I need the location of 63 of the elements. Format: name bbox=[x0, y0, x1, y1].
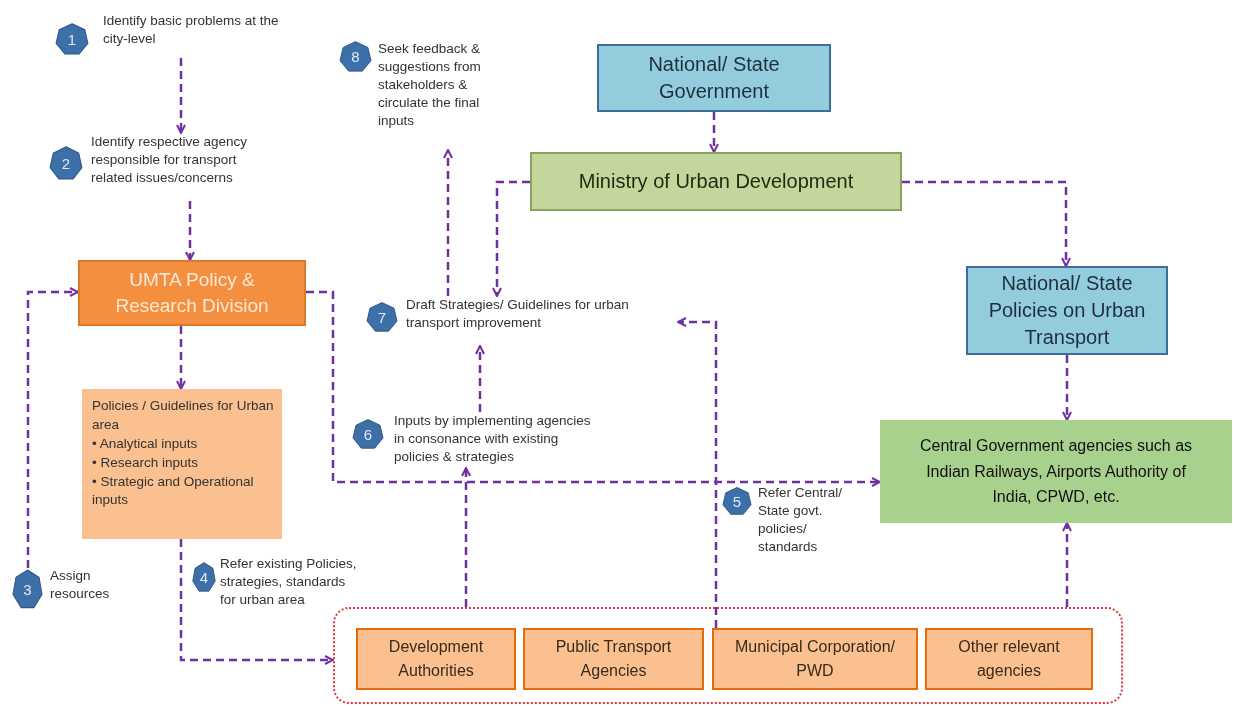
arrow bbox=[902, 180, 1071, 267]
step-number-badge bbox=[722, 486, 752, 516]
step-number: 5 bbox=[732, 492, 742, 510]
box-label: Municipal Corporation/ PWD bbox=[734, 637, 896, 681]
step-number-badge bbox=[192, 561, 216, 593]
step-number: 8 bbox=[351, 48, 360, 65]
step-number-badge bbox=[366, 301, 398, 333]
step-text: Assign resources bbox=[50, 567, 140, 613]
dotted-group-frame bbox=[333, 607, 1123, 704]
arrow bbox=[176, 326, 186, 390]
arrow bbox=[176, 58, 186, 134]
arrow bbox=[1062, 355, 1072, 421]
division-box bbox=[78, 260, 306, 326]
step-text: Seek feedback & suggestions from stakeholders & circulate the final inputs bbox=[378, 40, 513, 150]
arrow bbox=[185, 201, 195, 261]
agency-box bbox=[356, 628, 516, 690]
government-box bbox=[597, 44, 831, 112]
agency-box bbox=[880, 420, 1232, 523]
agency-box bbox=[925, 628, 1093, 690]
arrow bbox=[677, 317, 718, 628]
step-number: 4 bbox=[199, 568, 209, 586]
arrow bbox=[709, 112, 719, 153]
step-text: Identify respective agency responsible for transport related issues/concerns bbox=[91, 133, 281, 201]
guidelines-box bbox=[82, 389, 282, 539]
step-text: Identify basic problems at the city-level bbox=[103, 12, 281, 58]
box-label: Other relevant agencies bbox=[957, 637, 1061, 681]
arrow bbox=[306, 290, 881, 487]
box-label: Ministry of Urban Development bbox=[578, 170, 854, 193]
bullet-item: • Analytical inputs bbox=[92, 434, 199, 453]
arrow bbox=[26, 287, 79, 568]
step-number: 1 bbox=[67, 30, 77, 48]
step-number-badge bbox=[12, 568, 43, 610]
step-text: Draft Strategies/ Guidelines for urban transport improvement bbox=[406, 296, 678, 346]
arrow bbox=[1062, 522, 1072, 607]
step-text: Refer existing Policies, strategies, standards for urban area bbox=[220, 555, 360, 647]
step-text: Inputs by implementing agencies in consonance with existing policies & strategies bbox=[394, 412, 599, 468]
ministry-box bbox=[530, 152, 902, 211]
step-number: 7 bbox=[377, 308, 387, 326]
agency-box bbox=[712, 628, 918, 690]
box-label: Public Transport Agencies bbox=[554, 637, 673, 681]
step-number-badge bbox=[55, 22, 89, 56]
box-label: UMTA Policy & Research Division bbox=[114, 268, 270, 318]
step-number-badge bbox=[339, 40, 372, 73]
bullet-item: • Strategic and Operational inputs bbox=[92, 472, 255, 510]
step-number: 3 bbox=[23, 580, 32, 598]
guidelines-heading: Policies / Guidelines for Urban area bbox=[92, 397, 274, 434]
box-label: Central Government agencies such as Indian Railways, Airports Authority of India, CPWD, etc. bbox=[918, 436, 1194, 508]
step-number-badge bbox=[352, 418, 384, 450]
agency-box bbox=[523, 628, 704, 690]
box-label: National/ State Policies on Urban Transport bbox=[987, 271, 1147, 350]
arrow bbox=[461, 467, 471, 607]
step-number: 6 bbox=[363, 425, 373, 443]
step-number-badge bbox=[49, 145, 83, 181]
arrow bbox=[179, 539, 334, 665]
arrow bbox=[492, 180, 530, 297]
box-label: National/ State Government bbox=[647, 52, 781, 104]
step-number: 2 bbox=[61, 154, 71, 172]
bullet-item: • Research inputs bbox=[92, 453, 200, 472]
box-label: Development Authorities bbox=[387, 637, 485, 681]
government-box bbox=[966, 266, 1168, 355]
arrow bbox=[475, 345, 485, 412]
arrow bbox=[443, 149, 453, 296]
step-text: Refer Central/ State govt. policies/ standards bbox=[758, 484, 858, 562]
